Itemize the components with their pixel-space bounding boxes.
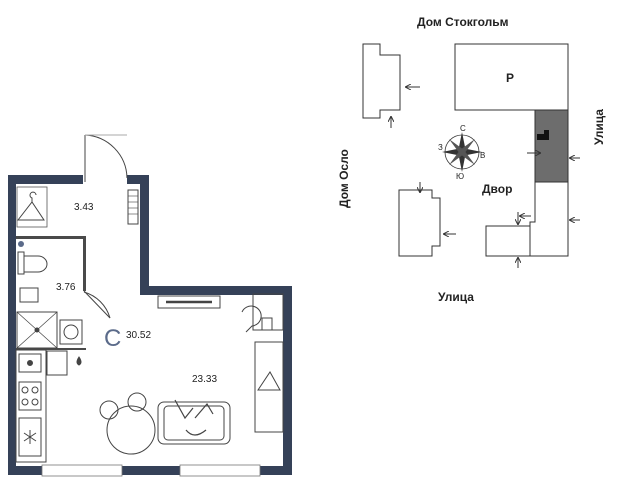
bathroom-fixtures: [16, 241, 83, 349]
desk: [252, 293, 284, 331]
shower-tray: [16, 311, 58, 349]
entrance-arrows: [391, 87, 580, 268]
room-area-living: 23.33: [192, 374, 217, 385]
floor-plan: 3.43 3.76 С 30.52 23.33: [8, 134, 292, 477]
kitchen: [15, 349, 82, 463]
bathroom-door: [83, 290, 111, 319]
building-right-lower: [529, 182, 569, 257]
outer-walls: [8, 175, 292, 475]
tv-stand: [157, 295, 221, 309]
stove-icon: [18, 381, 42, 411]
kitchen-counter: [15, 349, 47, 463]
building-left-top: [362, 43, 401, 119]
sink-icon: [19, 287, 39, 303]
chair-1: [99, 400, 119, 420]
compass-south-label: Ю: [456, 172, 464, 181]
building-left-lower: [398, 189, 441, 257]
label-building-top: Дом Стокгольм: [417, 15, 509, 29]
radiator-icon: [127, 189, 139, 225]
sofa: [157, 401, 231, 445]
building-bottom-mid: [485, 225, 531, 257]
wardrobe-hanger-icon-2: [257, 371, 281, 391]
parking-block: [454, 43, 569, 111]
water-drop-icon: [76, 356, 82, 366]
site-plan: [362, 43, 580, 268]
toilet-icon: [23, 255, 48, 273]
highlighted-building: [534, 109, 569, 183]
compass-west-label: З: [438, 143, 443, 152]
label-street-right: Улица: [592, 109, 606, 145]
snowflake-icon: [23, 430, 37, 444]
windows: [41, 464, 261, 477]
desk-chair: [241, 305, 262, 333]
chair-2: [127, 392, 147, 412]
apartment-total-area: 30.52: [126, 330, 151, 341]
compass-north-label: С: [460, 124, 466, 133]
apartment-type-letter: С: [104, 325, 121, 352]
interior-walls: [16, 236, 86, 350]
living-furniture: [99, 293, 284, 455]
laptop-icon: [261, 317, 273, 331]
wardrobe-shelf: [16, 186, 48, 228]
compass-east-label: В: [480, 151, 485, 160]
people-icon: [174, 399, 214, 436]
entrance-door: [84, 134, 128, 182]
boiler-icon: [18, 241, 24, 247]
fridge-icon: [18, 417, 42, 457]
wall-cabinet: [46, 350, 68, 376]
room-area-bathroom: 3.76: [56, 282, 76, 293]
kitchen-sink-icon: [18, 353, 42, 373]
label-building-left: Дом Осло: [337, 149, 351, 208]
toilet-tank: [17, 251, 25, 275]
label-parking: Р: [506, 71, 514, 85]
washing-machine-icon: [59, 319, 83, 345]
compass-rose-icon: [442, 132, 482, 172]
label-yard: Двор: [482, 182, 512, 196]
wardrobe-hanger-icon: [16, 191, 45, 221]
dining-table: [106, 405, 156, 455]
apartment-location-marker: [537, 130, 549, 140]
room-area-wardrobe: 3.43: [74, 202, 94, 213]
label-street-bottom: Улица: [438, 290, 474, 304]
wardrobe: [254, 341, 284, 433]
